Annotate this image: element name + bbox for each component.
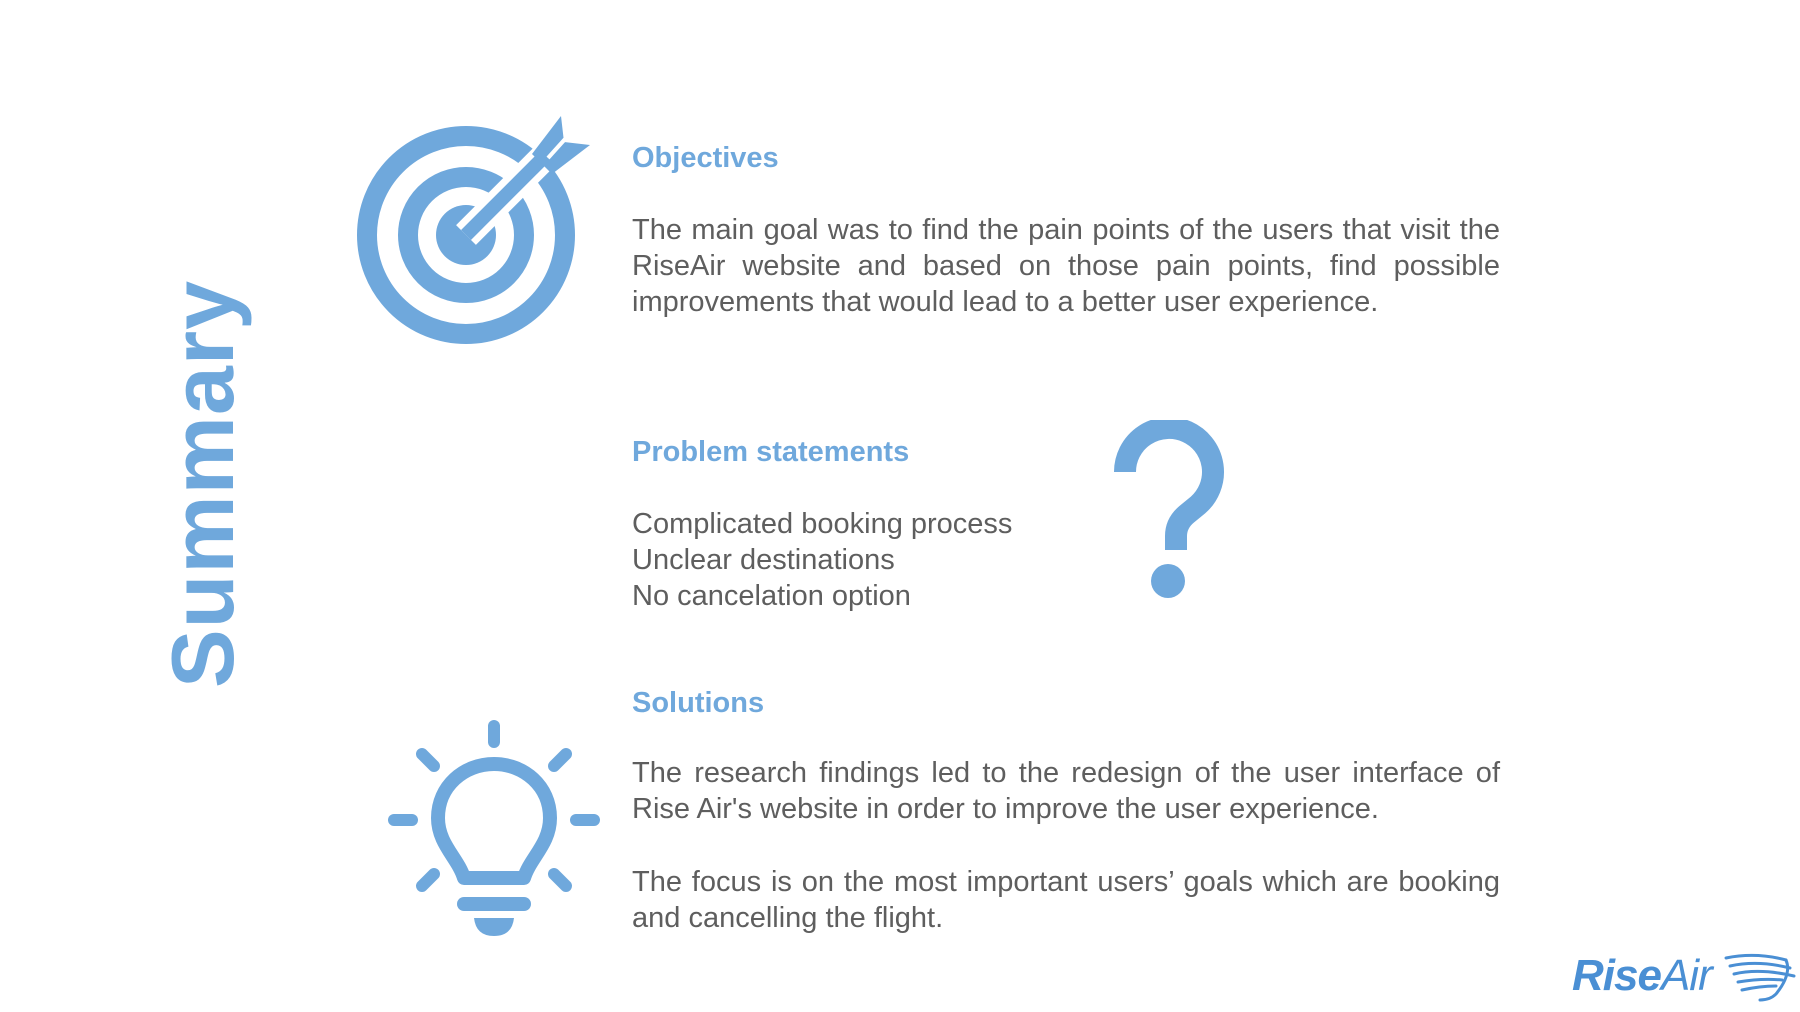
list-item: Unclear destinations xyxy=(632,544,895,576)
riseair-logo: RiseAir xyxy=(1572,950,1800,1002)
lightbulb-icon xyxy=(388,720,600,936)
question-mark-icon xyxy=(1113,420,1224,598)
problems-heading: Problem statements xyxy=(632,436,910,468)
logo-text-air: Air xyxy=(1660,951,1713,1000)
solutions-body-1: The research findings led to the redesig… xyxy=(632,757,1500,825)
objectives-body: The main goal was to find the pain point… xyxy=(632,214,1500,318)
wing-logo-icon xyxy=(1724,953,1796,1002)
list-item: Complicated booking process xyxy=(632,508,1013,540)
problems-list: Complicated booking process Unclear dest… xyxy=(632,506,1012,614)
target-arrow-icon xyxy=(357,116,590,344)
side-title: Summary xyxy=(153,279,252,689)
list-item: No cancelation option xyxy=(632,580,911,612)
objectives-heading: Objectives xyxy=(632,142,779,174)
solutions-heading: Solutions xyxy=(632,687,765,719)
logo-text-rise: Rise xyxy=(1572,951,1662,1000)
solutions-body-2: The focus is on the most important users… xyxy=(632,866,1500,934)
logo-text: RiseAir xyxy=(1572,951,1713,1000)
